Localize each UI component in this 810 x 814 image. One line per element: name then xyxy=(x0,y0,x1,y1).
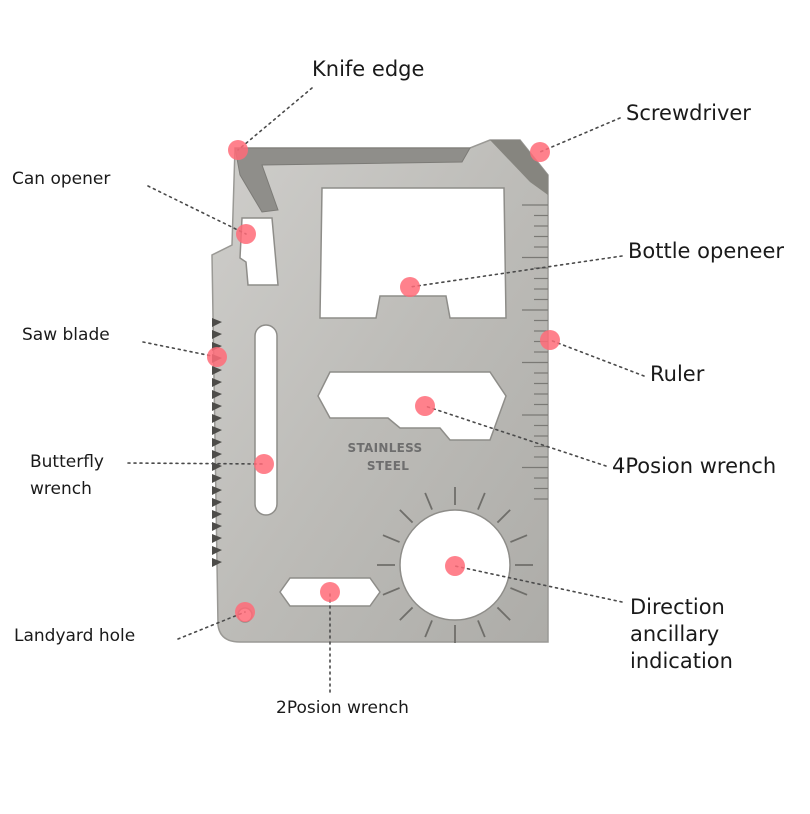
label-direction-indication: Direction ancillary indication xyxy=(630,595,733,673)
compass-tick xyxy=(496,509,511,524)
marker-butterfly-wrench xyxy=(254,454,274,474)
saw-tooth xyxy=(212,438,222,447)
leader-four-posion-wrench xyxy=(424,405,607,467)
knife-edge-strip xyxy=(234,147,471,213)
label-screwdriver: Screwdriver xyxy=(626,101,751,125)
saw-blade-teeth xyxy=(212,318,222,567)
label-bottle-opener: Bottle openeer xyxy=(628,239,785,263)
label-ruler: Ruler xyxy=(650,362,705,386)
leader-butterfly-wrench xyxy=(127,462,265,465)
stamp-line-2: STEEL xyxy=(367,459,409,473)
stamp-line-1: STAINLESS xyxy=(348,441,423,455)
saw-tooth xyxy=(212,546,222,555)
saw-tooth xyxy=(212,558,222,567)
saw-tooth xyxy=(212,510,222,519)
marker-ruler xyxy=(540,330,560,350)
compass-tick xyxy=(382,587,400,596)
marker-landyard-hole xyxy=(235,602,255,622)
saw-tooth xyxy=(212,498,222,507)
label-knife-edge: Knife edge xyxy=(312,57,425,81)
label-can-opener: Can opener xyxy=(12,169,111,189)
direction-tick-marks xyxy=(377,487,533,643)
saw-tooth xyxy=(212,450,222,459)
saw-tooth xyxy=(212,330,222,339)
callout-markers xyxy=(207,140,560,622)
marker-saw-blade xyxy=(207,347,227,367)
leader-saw-blade xyxy=(142,341,218,358)
saw-tooth xyxy=(212,534,222,543)
saw-tooth xyxy=(212,318,222,327)
bottle-opener-window xyxy=(319,187,507,319)
compass-tick xyxy=(382,534,400,543)
label-two-posion-wrench: 2Posion wrench xyxy=(276,698,409,718)
leader-knife-edge xyxy=(237,87,313,151)
label-butterfly-wrench: Butterfly wrench xyxy=(30,452,104,499)
marker-direction xyxy=(445,556,465,576)
label-four-posion-wrench: 4Posion wrench xyxy=(612,454,777,478)
marker-four-posion-wrench xyxy=(415,396,435,416)
marker-can-opener xyxy=(236,224,256,244)
marker-bottle-opener xyxy=(400,277,420,297)
compass-tick xyxy=(399,606,414,621)
leader-direction xyxy=(454,565,623,603)
saw-tooth xyxy=(212,402,222,411)
compass-tick xyxy=(399,509,414,524)
compass-tick xyxy=(510,587,528,596)
leader-ruler xyxy=(549,339,645,377)
compass-tick xyxy=(477,492,486,510)
marker-screwdriver xyxy=(530,142,550,162)
marker-two-posion-wrench xyxy=(320,582,340,602)
saw-tooth xyxy=(212,378,222,387)
saw-tooth xyxy=(212,474,222,483)
saw-tooth xyxy=(212,522,222,531)
label-landyard-hole: Landyard hole xyxy=(14,626,136,646)
compass-tick xyxy=(496,606,511,621)
saw-tooth xyxy=(212,414,222,423)
label-saw-blade: Saw blade xyxy=(22,325,110,345)
leader-landyard-hole xyxy=(177,611,246,640)
marker-knife-edge xyxy=(228,140,248,160)
compass-tick xyxy=(424,620,433,638)
saw-tooth xyxy=(212,366,222,375)
compass-tick xyxy=(477,620,486,638)
butterfly-wrench-slot xyxy=(254,324,278,516)
compass-tick xyxy=(510,534,528,543)
saw-tooth xyxy=(212,486,222,495)
compass-tick xyxy=(424,492,433,510)
leader-bottle-opener xyxy=(409,255,623,288)
saw-tooth xyxy=(212,390,222,399)
leader-can-opener xyxy=(147,185,247,235)
saw-tooth xyxy=(212,426,222,435)
leader-screwdriver xyxy=(539,117,621,153)
screwdriver-tip xyxy=(490,140,548,195)
four-position-wrench-cutout xyxy=(317,371,507,441)
callout-leader-lines xyxy=(127,87,645,693)
